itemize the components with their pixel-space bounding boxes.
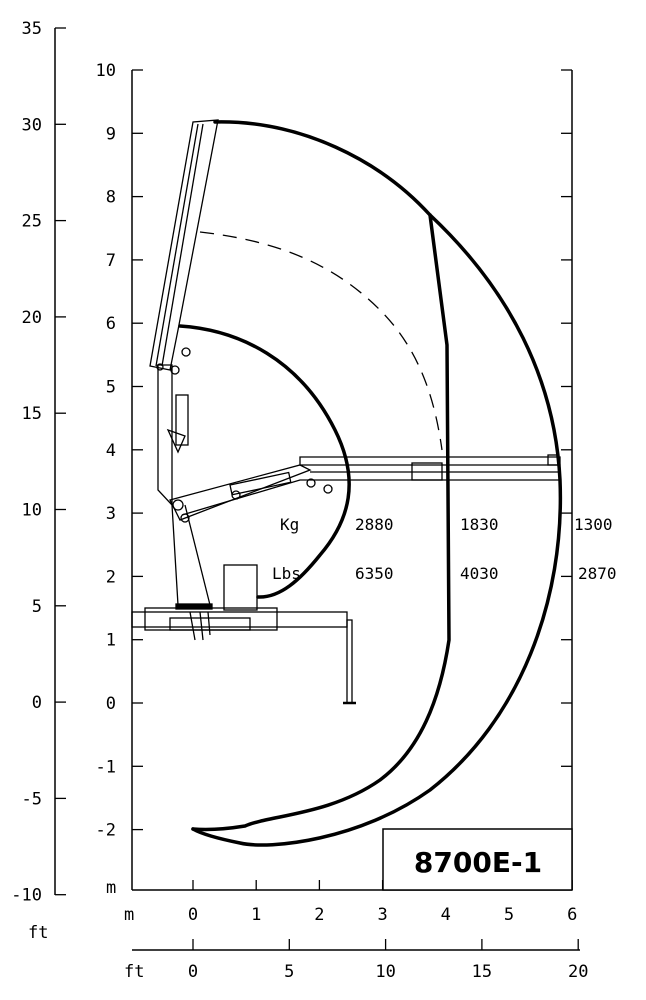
m-y-tick-label: 4	[106, 441, 116, 461]
range-envelopes	[178, 120, 563, 847]
left-ft-tick-label: 35	[22, 19, 42, 39]
m-y-tick-label: -2	[96, 821, 116, 841]
lbs-value: 6350	[355, 564, 394, 583]
ft-x-tick-label: 20	[568, 962, 588, 982]
lbs-value: 2870	[578, 564, 617, 583]
left-ft-tick-label: -10	[11, 886, 42, 906]
m-y-tick-label: 10	[96, 61, 116, 81]
kg-value: 1300	[574, 515, 613, 534]
inner-envelope	[178, 324, 351, 599]
bottom-m-unit: m	[124, 905, 134, 925]
load-table: Kg Lbs 2880 1830 1300 6350 4030 2870	[272, 515, 617, 583]
m-x-tick-label: 3	[377, 905, 387, 925]
m-y-tick-label: 8	[106, 188, 116, 208]
m-x-tick-label: 2	[314, 905, 324, 925]
middle-envelope	[191, 213, 451, 832]
ft-x-tick-label: 0	[188, 962, 198, 982]
m-y-tick-label: -1	[96, 757, 116, 777]
left-ft-tick-label: 30	[22, 115, 42, 135]
left-ft-tick-label: -5	[22, 789, 42, 809]
model-title-box: 8700E-1	[382, 828, 573, 891]
left-ft-axis: 35 30 25 20 15 10 5 0 -5 -10 ft	[11, 19, 66, 943]
left-ft-unit: ft	[28, 923, 48, 943]
m-y-tick-label: 5	[106, 378, 116, 398]
left-ft-tick-label: 5	[32, 597, 42, 617]
m-x-tick-label: 1	[251, 905, 261, 925]
lbs-label: Lbs	[272, 564, 301, 583]
left-ft-tick-label: 25	[22, 212, 42, 232]
dashed-envelope	[199, 231, 443, 451]
left-ft-tick-label: 20	[22, 308, 42, 328]
m-x-tick-label: 0	[188, 905, 198, 925]
m-x-tick-label: 5	[504, 905, 514, 925]
outer-envelope	[191, 120, 563, 847]
m-y-tick-label: 0	[106, 694, 116, 714]
kg-value: 2880	[355, 515, 394, 534]
m-x-tick-label: 6	[567, 905, 577, 925]
model-title: 8700E-1	[414, 846, 542, 879]
lbs-value: 4030	[460, 564, 499, 583]
inner-m-unit: m	[106, 878, 116, 898]
crane-drawing	[131, 119, 561, 705]
m-y-tick-label: 2	[106, 567, 116, 587]
left-ft-tick-label: 15	[22, 404, 42, 424]
left-ft-tick-label: 0	[32, 693, 42, 713]
ft-x-tick-label: 15	[472, 962, 492, 982]
m-y-tick-label: 1	[106, 631, 116, 651]
m-x-tick-label: 4	[441, 905, 451, 925]
m-y-tick-label: 7	[106, 251, 116, 271]
m-y-tick-label: 3	[106, 504, 116, 524]
kg-value: 1830	[460, 515, 499, 534]
bottom-ft-unit: ft	[124, 962, 144, 982]
kg-label: Kg	[280, 515, 299, 534]
bottom-ft-axis: 0 5 10 15 20 ft	[124, 939, 588, 982]
ft-x-tick-label: 10	[375, 962, 395, 982]
m-y-tick-label: 6	[106, 314, 116, 334]
m-y-tick-label: 9	[106, 124, 116, 144]
left-ft-tick-label: 10	[22, 501, 42, 521]
ft-x-tick-label: 5	[284, 962, 294, 982]
